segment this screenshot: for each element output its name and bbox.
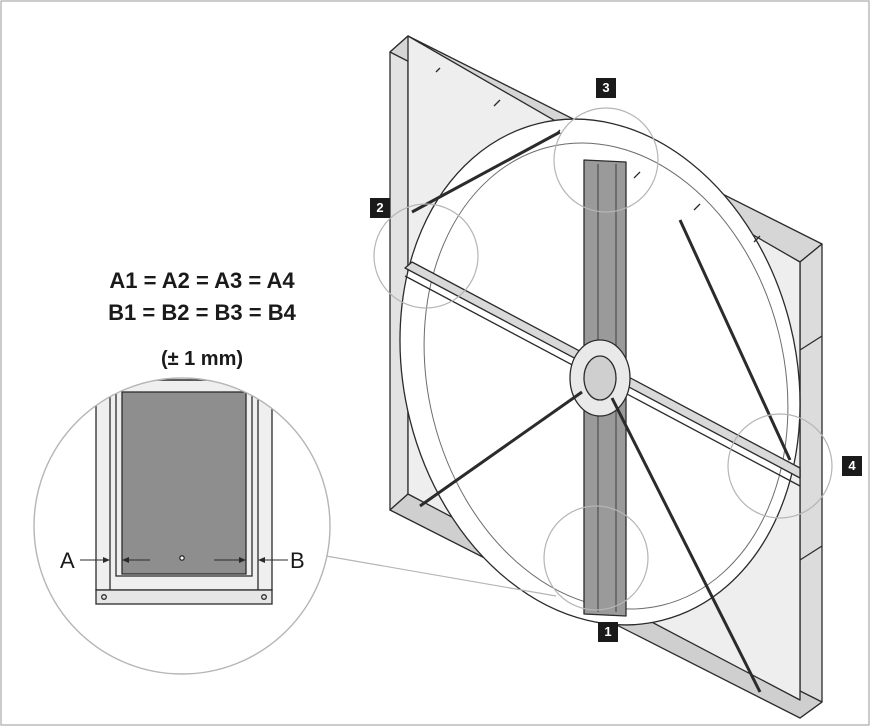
frame-assembly	[389, 35, 823, 719]
highlight-circle-2	[373, 203, 479, 309]
highlight-circle-4	[727, 413, 833, 519]
detail-view	[34, 378, 330, 674]
strut-upper-left	[411, 130, 561, 214]
equation-line-a: A1 = A2 = A3 = A4	[109, 268, 295, 293]
fan-shroud-inner	[423, 142, 789, 610]
strut-upper-right	[678, 219, 792, 461]
equation-line-b: B1 = B2 = B3 = B4	[108, 300, 296, 325]
frame-right-face	[799, 243, 823, 719]
highlight-circle-3	[553, 107, 659, 213]
tolerance-label: (± 1 mm)	[160, 348, 244, 370]
detail-insert	[121, 391, 247, 575]
callout-4: 4	[842, 456, 862, 476]
dimension-label-b: B	[290, 548, 305, 573]
callout-2: 2	[370, 198, 390, 218]
highlight-circles	[373, 107, 833, 611]
detail-circle	[33, 377, 331, 675]
callout-1: 1	[598, 622, 618, 642]
detail-leader-line	[325, 555, 557, 597]
detail-base-plate	[95, 589, 273, 605]
highlight-circle-1	[543, 505, 649, 611]
strut-lower-left	[419, 390, 583, 508]
strut-lower-right	[610, 397, 762, 693]
callout-3: 3	[596, 78, 616, 98]
frame-left-face	[389, 35, 409, 511]
dimension-label-a: A	[60, 548, 75, 573]
